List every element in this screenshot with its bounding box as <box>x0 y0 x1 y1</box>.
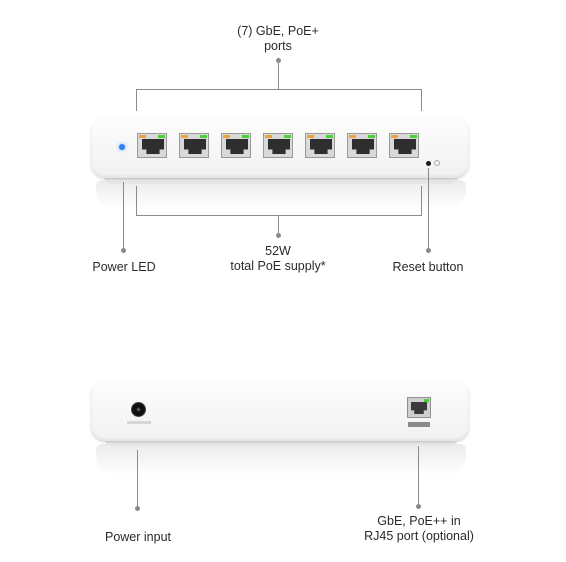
power-led-leader <box>123 182 124 250</box>
port-7 <box>389 133 419 158</box>
power-input-marking <box>127 421 151 424</box>
power-led-label: Power LED <box>92 260 156 274</box>
front-device-base <box>104 176 458 184</box>
port-2 <box>179 133 209 158</box>
supply-bracket-right <box>421 186 422 215</box>
ports-callout-line2: ports <box>264 39 292 53</box>
uplink-callout-line1: GbE, PoE++ in <box>377 514 461 528</box>
ports-callout: (7) GbE, PoE+ ports <box>218 24 338 54</box>
uplink-rj45-port <box>407 397 431 418</box>
power-led-indicator <box>119 144 125 150</box>
ports-bracket-horizontal <box>136 89 422 90</box>
power-input-label: Power input <box>104 530 171 544</box>
reset-button-hole <box>426 161 431 166</box>
rear-device-body <box>91 381 469 441</box>
ports-bracket-left <box>136 89 137 111</box>
supply-bracket-left <box>136 186 137 215</box>
rear-device-reflection <box>96 444 466 476</box>
uplink-callout: GbE, PoE++ in RJ45 port (optional) <box>354 514 484 544</box>
reset-button-dot <box>426 248 431 253</box>
ports-leader-vertical <box>278 60 279 89</box>
front-device-reflection <box>96 180 466 210</box>
rear-device-base <box>104 438 458 446</box>
port-3 <box>221 133 251 158</box>
reset-icon <box>434 160 440 166</box>
port-1 <box>137 133 167 158</box>
port-4 <box>263 133 293 158</box>
power-input-dot <box>135 506 140 511</box>
power-input-leader <box>137 450 138 508</box>
supply-callout-dot <box>276 233 281 238</box>
supply-leader-vertical <box>278 215 279 235</box>
port-5 <box>305 133 335 158</box>
supply-callout-line2: total PoE supply* <box>230 259 326 273</box>
uplink-callout-line2: RJ45 port (optional) <box>364 529 474 543</box>
power-input-jack <box>131 402 146 417</box>
power-led-dot <box>121 248 126 253</box>
uplink-port-tag <box>408 422 430 427</box>
supply-callout-line1: 52W <box>265 244 291 258</box>
port-6 <box>347 133 377 158</box>
supply-callout: 52W total PoE supply* <box>208 244 348 274</box>
uplink-dot <box>416 504 421 509</box>
reset-button-label: Reset button <box>392 260 464 274</box>
ports-callout-line1: (7) GbE, PoE+ <box>237 24 319 38</box>
ports-bracket-right <box>421 89 422 111</box>
reset-button-leader <box>428 168 429 250</box>
supply-bracket-horizontal <box>136 215 422 216</box>
uplink-leader <box>418 446 419 506</box>
front-device-body <box>91 118 469 178</box>
